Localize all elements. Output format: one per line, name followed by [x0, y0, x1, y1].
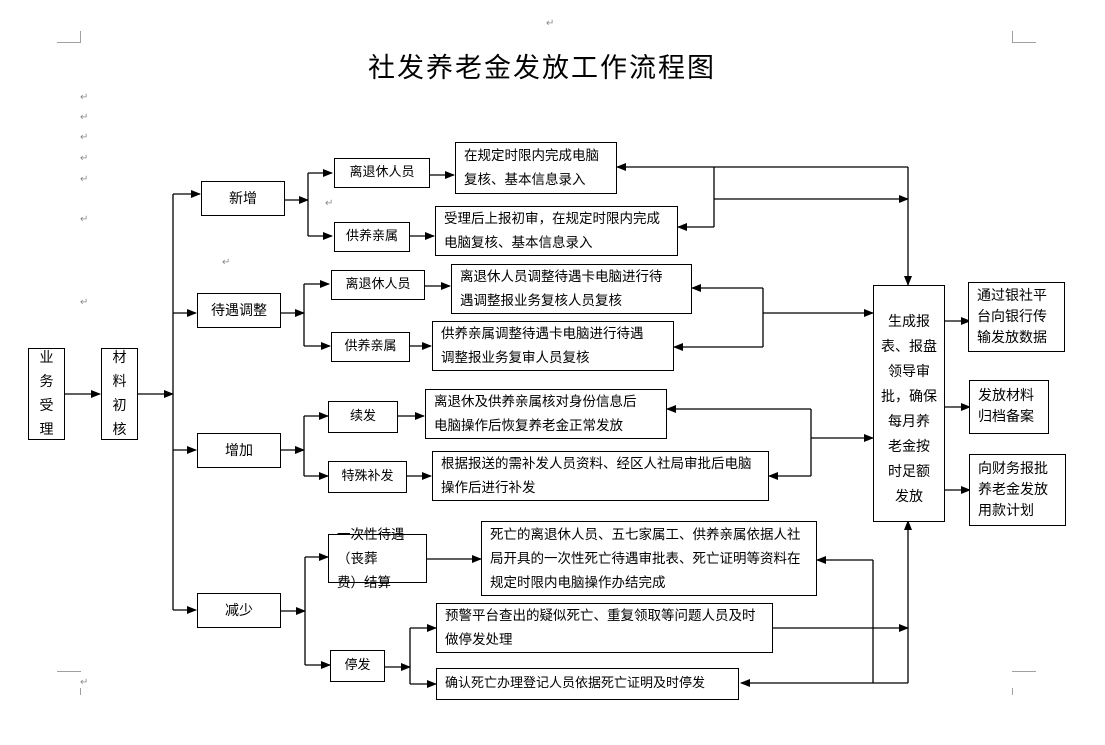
node-yicixing: 一次性待遇（丧葬 费）结算 — [328, 527, 427, 591]
page-corner-bottom-right — [1012, 671, 1036, 672]
node-char: 核 — [112, 422, 127, 438]
node-line: 发放材料 — [978, 388, 1034, 404]
node-line: 遇调整报业务复核人员复核 — [460, 293, 622, 309]
node-yujing-action: 预警平台查出的疑似死亡、重复领取等问题人员及时 做停发处理 — [436, 603, 773, 653]
node-line: 老金按 — [888, 438, 930, 455]
node-line: 费）结算 — [337, 574, 391, 591]
node-output-archive: 发放材料 归档备案 — [969, 380, 1049, 434]
paragraph-mark: ↵ — [80, 92, 89, 103]
node-dy-retiree-action: 离退休人员调整待遇卡电脑进行待 遇调整报业务复核人员复核 — [451, 264, 692, 314]
node-char: 料 — [112, 374, 127, 390]
node-line: 调整报业务复审人员复核 — [441, 350, 590, 366]
node-category-daiyu: 待遇调整 — [197, 293, 281, 328]
page-corner-top-right — [1012, 31, 1036, 43]
page-corner-bottom-left-tick — [80, 688, 81, 695]
node-line: 电脑复核、基本信息录入 — [444, 235, 593, 251]
node-yicixing-action: 死亡的离退休人员、五七家属工、供养亲属依据人社 局开具的一次性死亡待遇审批表、死… — [481, 521, 817, 596]
node-dy-retiree: 离退休人员 — [331, 270, 425, 300]
paragraph-mark: ↵ — [546, 18, 555, 29]
node-line: 通过银社平 — [977, 287, 1047, 304]
node-line: 做停发处理 — [445, 632, 513, 648]
node-category-zengjia: 增加 — [197, 433, 281, 468]
node-line: 发放 — [895, 488, 923, 505]
node-line: 死亡的离退休人员、五七家属工、供养亲属依据人社 — [490, 526, 801, 543]
paragraph-mark: ↵ — [80, 132, 89, 143]
node-xz-dependent-action: 受理后上报初审，在规定时限内完成 电脑复核、基本信息录入 — [435, 206, 678, 256]
paragraph-mark: ↵ — [80, 153, 89, 164]
paragraph-mark: ↵ — [80, 677, 89, 688]
node-xz-retiree: 离退休人员 — [334, 158, 430, 188]
node-line: 根据报送的需补发人员资料、经区人社局审批后电脑 — [441, 456, 752, 472]
node-xz-dependent: 供养亲属 — [334, 222, 410, 252]
node-line: 用款计划 — [978, 502, 1034, 519]
node-char: 材 — [112, 350, 127, 366]
node-line: 在规定时限内完成电脑 — [464, 148, 599, 164]
node-dy-dependent-action: 供养亲属调整待遇卡电脑进行待遇 调整报业务复审人员复核 — [432, 321, 674, 371]
node-line: 受理后上报初审，在规定时限内完成 — [444, 211, 660, 227]
paragraph-mark: ↵ — [80, 214, 89, 225]
node-line: 预警平台查出的疑似死亡、重复领取等问题人员及时 — [445, 608, 756, 624]
node-line: 复核、基本信息录入 — [464, 172, 586, 188]
node-line: 离退休及供养亲属核对身份信息后 — [434, 394, 637, 410]
node-output-finance: 向财务报批 养老金发放 用款计划 — [969, 454, 1066, 526]
node-teshu-action: 根据报送的需补发人员资料、经区人社局审批后电脑 操作后进行补发 — [432, 451, 769, 501]
paragraph-mark: ↵ — [325, 198, 334, 209]
page-title: 社发养老金发放工作流程图 — [368, 53, 716, 84]
node-line: 离退休人员调整待遇卡电脑进行待 — [460, 269, 663, 285]
node-xufa: 续发 — [328, 401, 398, 433]
node-line: 表、报盘 — [881, 338, 937, 355]
node-output-bank: 通过银社平 台向银行传 输发放数据 — [968, 282, 1065, 352]
node-line: 生成报 — [888, 313, 930, 330]
node-line: 养老金发放 — [978, 481, 1048, 498]
node-line: 供养亲属调整待遇卡电脑进行待遇 — [441, 326, 644, 342]
node-line: 台向银行传 — [977, 308, 1047, 325]
node-queren-action: 确认死亡办理登记人员依据死亡证明及时停发 — [436, 668, 739, 700]
node-category-xinzeng: 新增 — [201, 181, 285, 216]
node-category-jianshao: 减少 — [197, 593, 281, 628]
node-line: 规定时限内电脑操作办结完成 — [490, 574, 666, 591]
node-line: 领导审 — [888, 363, 930, 380]
node-line: 输发放数据 — [977, 329, 1047, 346]
node-line: 操作后进行补发 — [441, 480, 536, 496]
node-approval: 生成报 表、报盘 领导审 批，确保 每月养 老金按 时足额 发放 — [873, 285, 945, 522]
paragraph-mark: ↵ — [80, 112, 89, 123]
node-business-acceptance: 业 务 受 理 — [28, 348, 65, 440]
node-line: 归档备案 — [978, 409, 1034, 425]
paragraph-mark: ↵ — [80, 174, 89, 185]
node-line: 批，确保 — [881, 388, 937, 405]
node-teshu: 特殊补发 — [328, 461, 407, 493]
node-char: 业 — [39, 350, 54, 366]
node-xz-retiree-action: 在规定时限内完成电脑 复核、基本信息录入 — [455, 142, 617, 194]
node-dy-dependent: 供养亲属 — [331, 332, 410, 362]
node-char: 理 — [39, 422, 54, 438]
node-char: 受 — [39, 398, 54, 414]
node-line: 时足额 — [888, 463, 930, 480]
node-line: 电脑操作后恢复养老金正常发放 — [434, 418, 623, 434]
page-corner-top-left — [57, 31, 81, 43]
node-line: 每月养 — [888, 413, 930, 430]
node-material-review: 材 料 初 核 — [101, 348, 138, 440]
paragraph-mark: ↵ — [222, 257, 231, 268]
page-corner-bottom-left — [57, 671, 81, 672]
page-corner-bottom-right-tick — [1012, 688, 1013, 695]
node-char: 初 — [112, 398, 127, 414]
node-line: 一次性待遇（丧葬 — [337, 526, 405, 567]
node-line: 向财务报批 — [978, 460, 1048, 477]
node-char: 务 — [39, 374, 54, 390]
node-line: 局开具的一次性死亡待遇审批表、死亡证明等资料在 — [490, 550, 801, 567]
node-tingfa: 停发 — [330, 650, 385, 682]
node-xufa-action: 离退休及供养亲属核对身份信息后 电脑操作后恢复养老金正常发放 — [425, 389, 667, 439]
paragraph-mark: ↵ — [80, 297, 89, 308]
